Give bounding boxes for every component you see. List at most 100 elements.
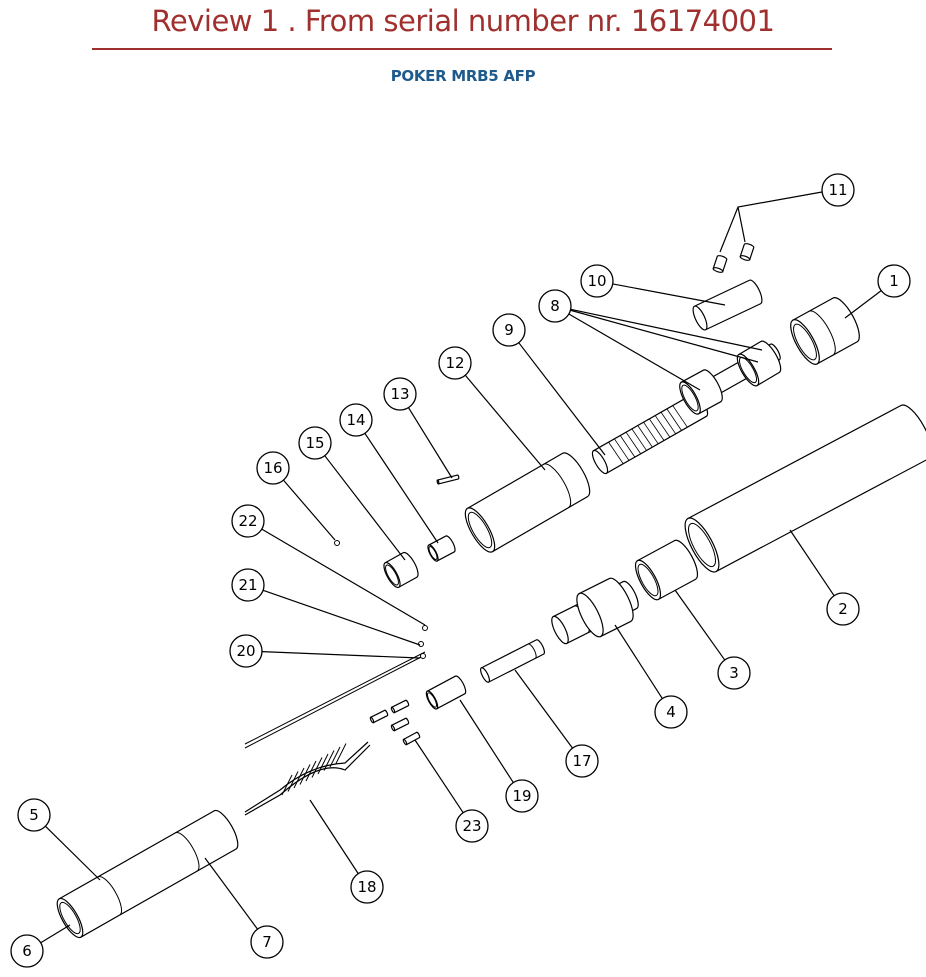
- screw-part-11: [739, 243, 755, 261]
- callout-label: 19: [512, 787, 531, 805]
- page-title: Review 1 . From serial number nr. 161740…: [151, 4, 775, 38]
- callout-circle: [654, 695, 688, 729]
- leader-line: [612, 283, 726, 306]
- pin-part-23: [390, 699, 410, 714]
- callout-circle: [256, 451, 290, 485]
- leader-line: [459, 699, 514, 783]
- sleeve-part-3: [634, 539, 699, 601]
- bushing-part-19: [425, 675, 467, 710]
- callout-22: 22: [231, 504, 265, 538]
- callout-circle: [339, 403, 373, 437]
- callout-6: 6: [10, 934, 44, 968]
- callout-circle: [231, 504, 265, 538]
- bracket-part-10: [692, 279, 763, 331]
- pin-part-23: [369, 709, 389, 724]
- bearing-part-14: [427, 535, 456, 562]
- small-part: [334, 540, 340, 546]
- callout-label: 10: [587, 272, 606, 290]
- callout-label: 7: [262, 933, 272, 951]
- leader-line: [282, 479, 336, 541]
- callout-label: 11: [828, 181, 847, 199]
- leader-lines-layer: [40, 191, 882, 944]
- leader-line: [414, 739, 464, 813]
- outer-tube-part-2: [684, 404, 926, 573]
- callout-label: 17: [572, 752, 591, 770]
- stator-coil-part-18: [244, 741, 371, 816]
- callout-label: 9: [504, 321, 514, 339]
- callout-label: 4: [666, 703, 676, 721]
- callout-circle: [438, 346, 472, 380]
- leader-line: [789, 529, 835, 597]
- washer-part-15: [383, 551, 419, 589]
- callout-circle: [826, 592, 860, 626]
- callout-label: 1: [889, 272, 899, 290]
- leader-line: [407, 407, 453, 479]
- callout-17: 17: [565, 744, 599, 778]
- callout-2: 2: [826, 592, 860, 626]
- bearing-part-8: [736, 340, 782, 387]
- callout-19: 19: [505, 779, 539, 813]
- leader-line: [324, 455, 406, 561]
- callout-label: 18: [357, 878, 376, 896]
- leader-line: [844, 290, 882, 319]
- screw-part-11: [712, 255, 728, 273]
- callout-circle: [538, 289, 572, 323]
- callout-circle: [580, 264, 614, 298]
- callout-20: 20: [229, 634, 263, 668]
- callout-circle: [717, 656, 751, 690]
- callout-9: 9: [492, 313, 526, 347]
- callout-label: 12: [445, 354, 464, 372]
- callout-16: 16: [256, 451, 290, 485]
- callout-circle: [821, 173, 855, 207]
- callout-13: 13: [383, 377, 417, 411]
- model-subtitle: POKER MRB5 AFP: [390, 67, 536, 85]
- leader-line: [568, 313, 701, 391]
- parts-layer: [56, 243, 926, 939]
- callout-3: 3: [717, 656, 751, 690]
- leader-line: [40, 924, 71, 944]
- callout-circle: [231, 568, 265, 602]
- callout-circle: [250, 925, 284, 959]
- callout-circle: [383, 377, 417, 411]
- callout-10: 10: [580, 264, 614, 298]
- callout-label: 2: [838, 600, 848, 618]
- pin-part-17: [479, 639, 546, 683]
- leader-line: [614, 624, 663, 699]
- leader-line: [570, 308, 763, 351]
- callout-label: 5: [29, 806, 39, 824]
- bearing-part-8: [679, 369, 723, 415]
- leader-line: [570, 309, 759, 363]
- callout-label: 13: [390, 385, 409, 403]
- callout-label: 6: [22, 942, 32, 960]
- housing-part-12: [464, 452, 591, 553]
- callout-circle: [492, 313, 526, 347]
- callout-label: 16: [263, 459, 282, 477]
- leader-line: [44, 825, 101, 881]
- callout-label: 8: [550, 297, 560, 315]
- coupling-head-part-4: [576, 577, 634, 638]
- callout-circle: [229, 634, 263, 668]
- callout-label: 20: [236, 642, 255, 660]
- callout-label: 3: [729, 664, 739, 682]
- callout-label: 22: [238, 512, 257, 530]
- callout-circle: [10, 934, 44, 968]
- leader-line: [309, 799, 359, 874]
- callout-5: 5: [17, 798, 51, 832]
- ring-part-1: [790, 297, 860, 365]
- cable-part-20: [244, 651, 426, 749]
- leader-line: [204, 857, 258, 930]
- callout-12: 12: [438, 346, 472, 380]
- callout-circle: [17, 798, 51, 832]
- key-part-13: [436, 474, 460, 485]
- small-part: [418, 641, 424, 647]
- callout-label: 23: [462, 817, 481, 835]
- leader-line: [464, 374, 546, 471]
- leader-line: [514, 669, 573, 749]
- small-part: [422, 625, 428, 631]
- callout-circle: [877, 264, 911, 298]
- leader-line: [364, 432, 439, 544]
- callout-label: 21: [238, 576, 257, 594]
- leader-line: [261, 651, 421, 659]
- callout-18: 18: [350, 870, 384, 904]
